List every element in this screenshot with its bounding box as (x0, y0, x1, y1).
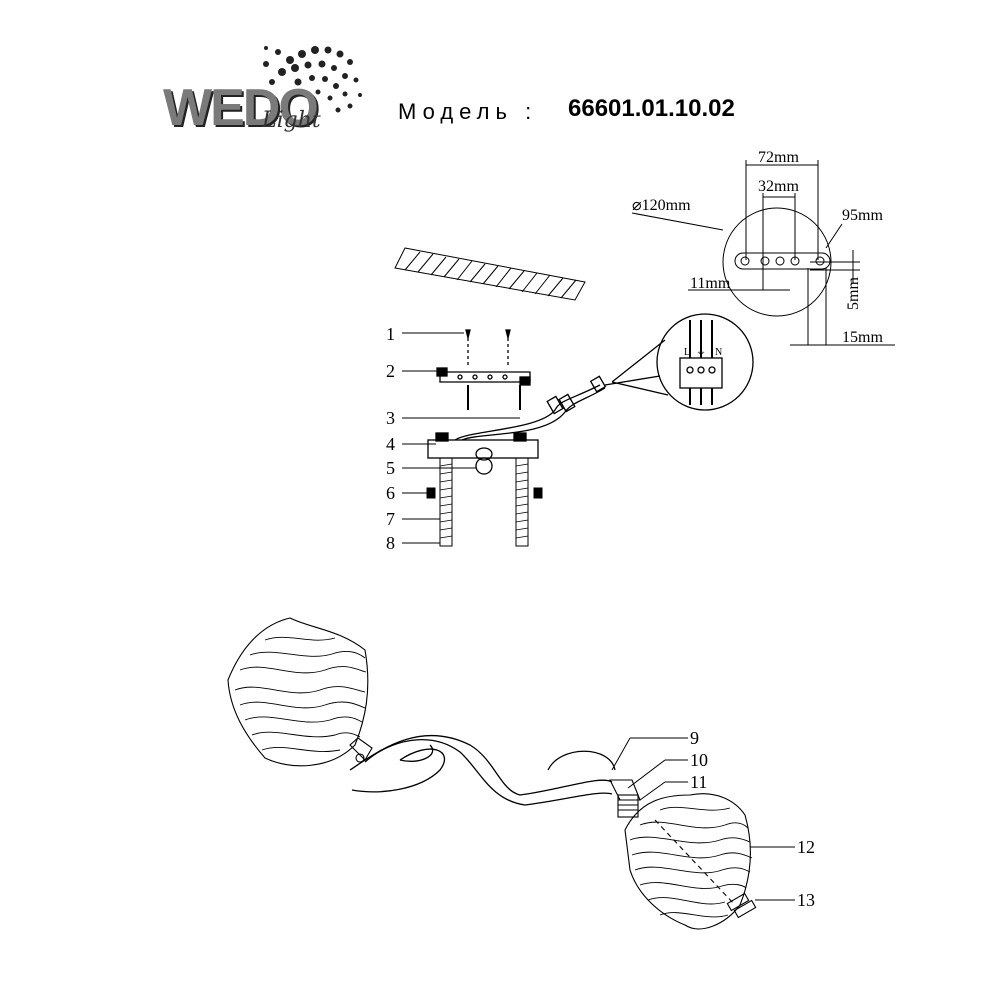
callout-9: 9 (690, 728, 699, 748)
left-glass-shade (227, 617, 373, 767)
callout-5: 5 (386, 458, 395, 478)
callout-7: 7 (386, 509, 395, 529)
callout-13: 13 (797, 890, 815, 910)
callout-8: 8 (386, 533, 395, 553)
dimension-15: 15mm (842, 329, 883, 346)
chandelier-arm (349, 734, 616, 806)
dimension-95: 95mm (842, 207, 883, 224)
threaded-tubes (426, 457, 543, 547)
callout-12: 12 (797, 837, 815, 857)
dimension-11: 11mm (690, 275, 731, 292)
dimension-120: ⌀120mm (632, 197, 691, 214)
callout-6: 6 (386, 483, 395, 503)
model-label: Модель : (398, 99, 538, 124)
brand-logo-text: WEDO (163, 79, 319, 137)
mounting-bar (436, 367, 531, 410)
callout-4: 4 (386, 434, 395, 454)
supply-wires (454, 375, 661, 441)
terminal-earth-icon: ⏚ (696, 346, 706, 358)
terminal-detail (611, 313, 754, 411)
model-number: 66601.01.10.02 (568, 95, 735, 122)
canopy-plate-dimension (631, 160, 895, 346)
right-glass-shade (609, 779, 757, 930)
dimension-72: 72mm (758, 149, 799, 166)
callout-2: 2 (386, 361, 395, 381)
brand-logo-script: Light (262, 108, 321, 133)
callout-10: 10 (690, 750, 708, 770)
callout-3: 3 (386, 408, 395, 428)
callout-1: 1 (386, 324, 395, 344)
callout-11: 11 (690, 772, 707, 792)
dimension-32: 32mm (758, 178, 799, 195)
dimension-5: 5mm (845, 277, 862, 310)
terminal-live-label: L (684, 347, 690, 358)
ceiling-screws (465, 329, 511, 365)
terminal-neutral-label: N (715, 347, 722, 358)
ceiling-hatch (394, 247, 586, 301)
callout-leaders-top (402, 332, 520, 544)
canopy-base (427, 432, 539, 475)
callout-leaders-bottom (611, 737, 795, 901)
